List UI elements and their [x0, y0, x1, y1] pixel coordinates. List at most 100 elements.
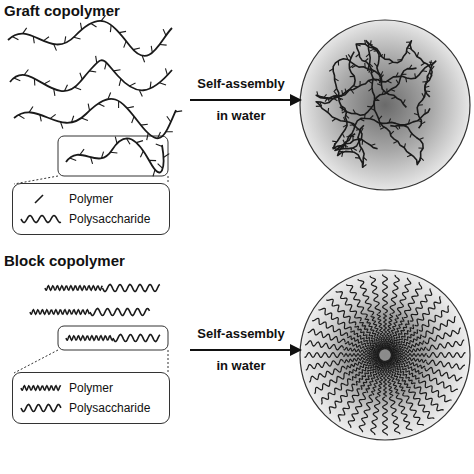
- graft-branch: [356, 45, 360, 47]
- graft-branch: [344, 117, 346, 121]
- graft-branch: [316, 106, 321, 107]
- graft-branch: [363, 157, 366, 160]
- graft-branch: [334, 88, 337, 92]
- micelle-core-chain: [385, 361, 393, 396]
- graft-branch: [396, 73, 398, 77]
- graft-branch: [414, 113, 418, 114]
- graft-branch: [91, 157, 93, 164]
- graft-branch: [405, 123, 409, 126]
- micelle-core-chain: [377, 314, 385, 349]
- legend-sample: [19, 211, 63, 227]
- micelle-shell-chain: [403, 392, 424, 425]
- graft-branch: [405, 78, 407, 83]
- graft-branch: [362, 140, 363, 145]
- graft-branch: [24, 69, 28, 74]
- micelle-chain: [374, 68, 423, 165]
- graft-branch: [165, 68, 167, 75]
- graft-branch: [75, 87, 82, 90]
- graft-branch: [396, 80, 398, 84]
- graft-branch: [327, 108, 329, 113]
- graft-branch: [334, 143, 335, 148]
- legend-text: Polymer: [69, 192, 113, 206]
- graft-branch: [375, 100, 380, 101]
- polysaccharide-block: [90, 309, 150, 316]
- arrow-shaft: [190, 99, 292, 101]
- graft-branch: [367, 106, 372, 108]
- graft-branch: [410, 133, 412, 137]
- micelle-core-chain: [391, 347, 426, 355]
- graft-branch: [353, 86, 357, 87]
- graft-branch: [29, 107, 33, 113]
- graft-branch: [115, 137, 117, 144]
- graft-chain: [8, 21, 172, 56]
- micelle-shell-chain: [329, 384, 355, 413]
- graft-branch: [74, 37, 81, 39]
- graft-branch: [139, 90, 142, 96]
- graft-chain: [14, 99, 176, 139]
- graft-branch: [368, 44, 373, 45]
- graft-branch: [136, 141, 143, 143]
- polymer-block: [45, 286, 102, 290]
- graft-branch: [341, 90, 343, 95]
- arrow-label: Self-assembly: [176, 326, 306, 341]
- graft-branch: [129, 83, 135, 86]
- graft-branch: [70, 158, 77, 161]
- graft-branch: [393, 141, 397, 143]
- micelle-shell-chain: [422, 317, 455, 338]
- graft-chain: [66, 138, 164, 172]
- graft-branch: [98, 104, 104, 107]
- graft-branch: [353, 110, 355, 114]
- graft-branch: [14, 78, 20, 81]
- graft-branch: [119, 79, 121, 86]
- graft-branch: [80, 23, 81, 30]
- micelle-shell-chain: [390, 397, 400, 435]
- graft-branch: [153, 170, 155, 177]
- graft-branch: [360, 119, 364, 121]
- graft-branch: [352, 136, 353, 141]
- graft-branch: [418, 121, 422, 122]
- graft-branch: [65, 36, 66, 43]
- graft-branch: [64, 85, 67, 91]
- micelle-chain: [366, 41, 432, 129]
- graft-branch: [344, 144, 346, 148]
- graft-branch: [380, 127, 384, 129]
- legend-box: PolymerPolysaccharide: [12, 372, 170, 424]
- graft-branch: [407, 51, 411, 54]
- graft-branch: [133, 48, 140, 50]
- graft-branch: [422, 70, 427, 72]
- graft-branch: [141, 124, 148, 126]
- graft-branch: [159, 83, 166, 85]
- legend-text: Polysaccharide: [69, 212, 150, 226]
- graft-branch: [350, 124, 355, 125]
- graft-branch: [422, 93, 424, 97]
- graft-branch: [391, 90, 395, 92]
- legend-text: Polymer: [69, 381, 113, 395]
- graft-branch: [124, 41, 126, 48]
- graft-branch: [366, 54, 370, 57]
- zoom-rect: [58, 136, 168, 176]
- graft-branch: [54, 44, 57, 50]
- graft-branch: [359, 81, 360, 86]
- graft-branch: [418, 104, 423, 106]
- graft-branch: [359, 148, 361, 152]
- graft-branch: [175, 110, 182, 112]
- graft-branch: [126, 138, 130, 144]
- sample-line: [21, 386, 61, 390]
- graft-chain: [10, 60, 172, 91]
- graft-branch: [370, 49, 374, 51]
- graft-branch: [346, 136, 351, 137]
- graft-branch: [71, 116, 73, 123]
- graft-branch: [54, 89, 55, 96]
- polysaccharide-block: [113, 335, 160, 342]
- graft-branch: [417, 52, 418, 56]
- graft-branch: [370, 116, 373, 119]
- graft-branch: [379, 55, 383, 57]
- micelle-shell-chain: [422, 374, 457, 392]
- graft-branch: [23, 28, 27, 34]
- graft-branch: [364, 114, 366, 119]
- legend-item: Polysaccharide: [19, 398, 163, 418]
- graft-branch: [160, 44, 167, 46]
- arrow-head: [290, 94, 302, 106]
- graft-branch: [358, 137, 360, 141]
- graft-branch: [430, 72, 433, 76]
